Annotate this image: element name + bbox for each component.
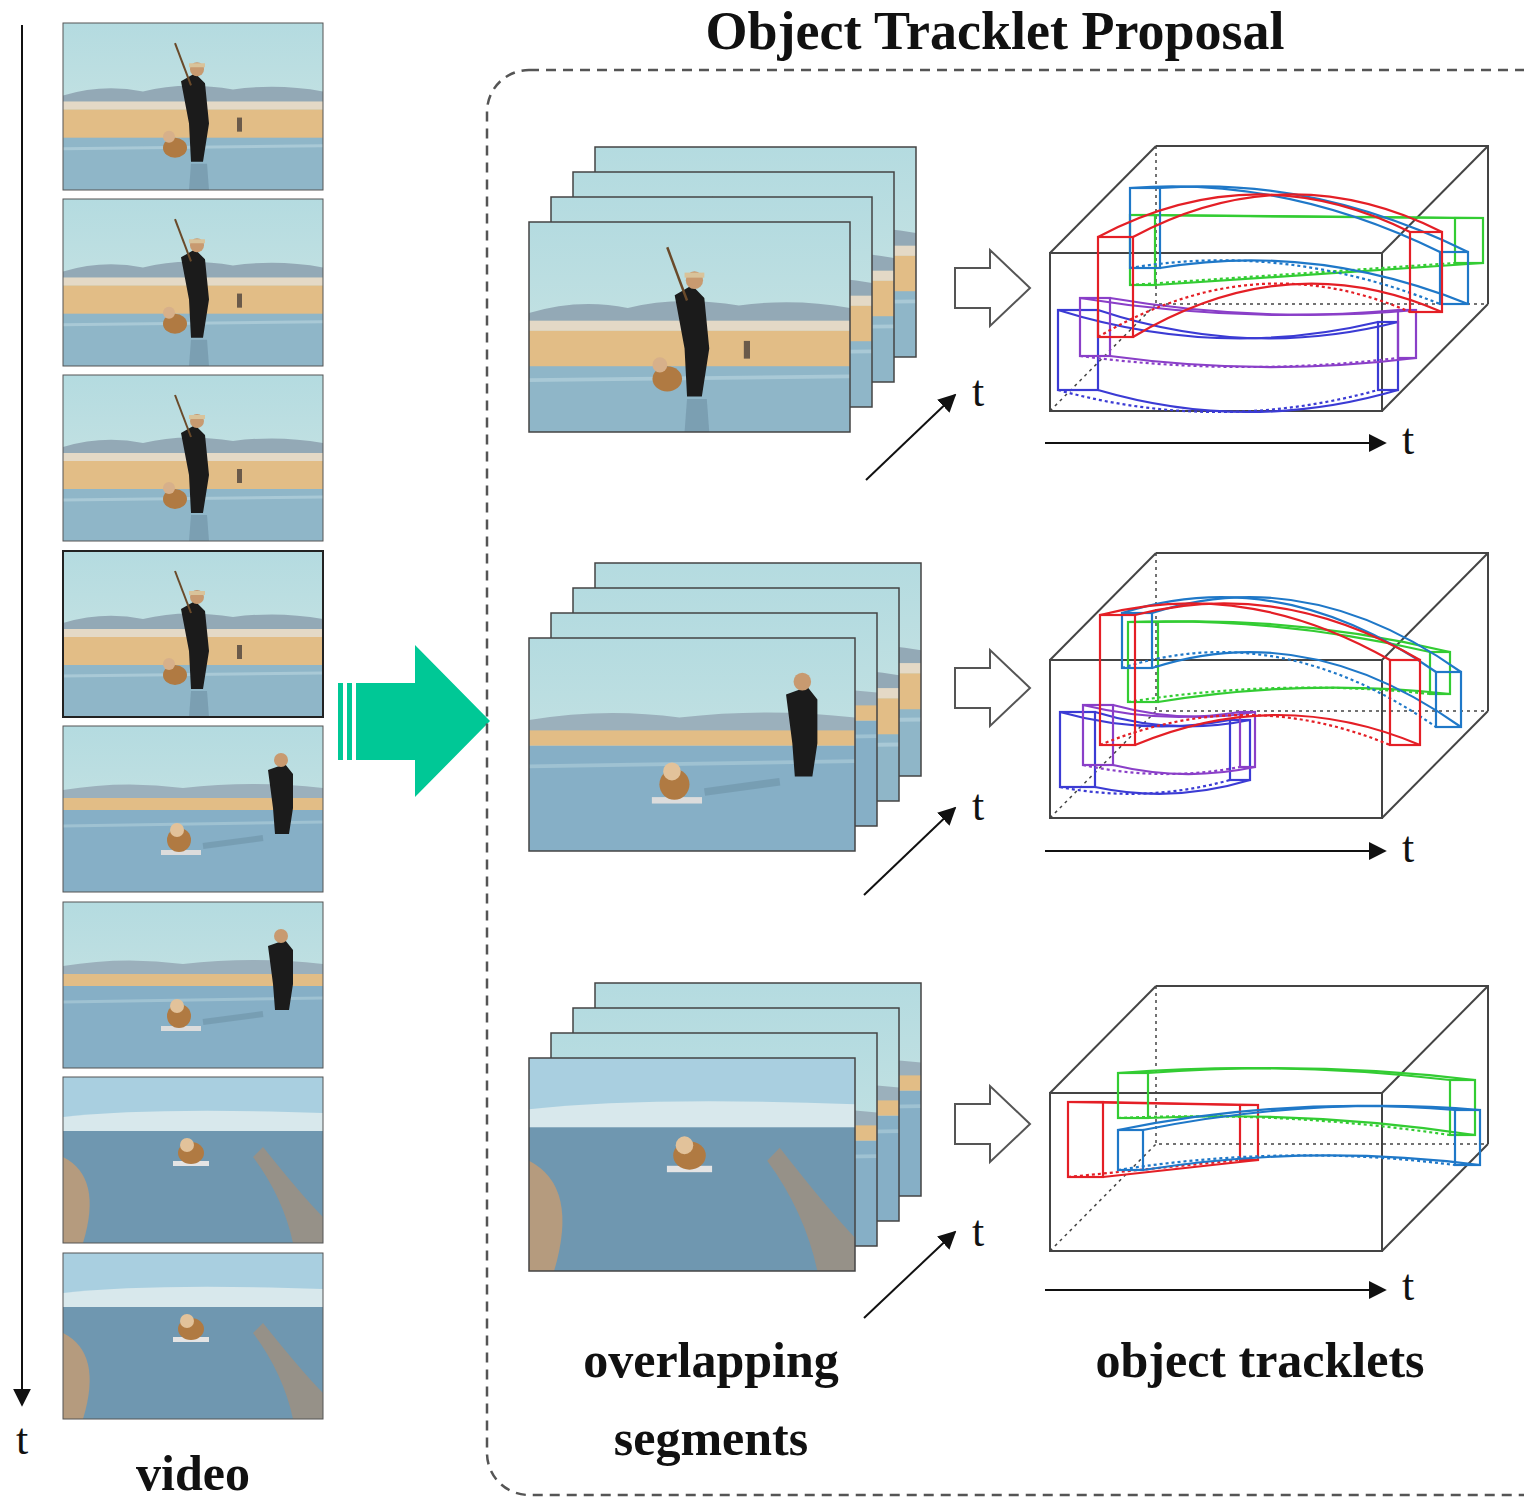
panel-label: overlapping segments xyxy=(521,1322,901,1477)
frame-border xyxy=(529,222,850,432)
axis-label: t xyxy=(972,1208,984,1256)
time-axis xyxy=(1045,1289,1385,1291)
object-tracklet xyxy=(1080,298,1416,367)
axis-label: t xyxy=(972,368,984,416)
video-frames xyxy=(63,23,323,1419)
object-tracklet xyxy=(1098,194,1442,337)
frame-border xyxy=(529,638,855,851)
depth-axis xyxy=(866,395,955,480)
hollow-arrow xyxy=(955,1086,1030,1162)
object-tracklet xyxy=(1122,597,1461,727)
depth-axis xyxy=(864,808,955,895)
axis-label: t xyxy=(1402,1262,1414,1310)
caption-label: video xyxy=(136,1446,250,1501)
hollow-arrow xyxy=(955,650,1030,726)
time-axis xyxy=(21,25,23,1405)
segment-row xyxy=(529,983,1488,1318)
process-arrow xyxy=(338,645,490,797)
segment-frame xyxy=(529,1058,855,1271)
time-axis xyxy=(1045,442,1385,444)
axis-label: t xyxy=(1402,416,1414,464)
frame-border xyxy=(529,1058,855,1271)
segment-row xyxy=(529,146,1488,480)
segment-frame xyxy=(529,638,855,851)
object-tracklet xyxy=(1100,603,1420,745)
space-time-box xyxy=(1050,986,1488,1251)
dashed-panel xyxy=(487,70,1524,1495)
object-tracklet xyxy=(1118,1106,1480,1170)
hollow-arrow xyxy=(955,250,1030,326)
depth-axis xyxy=(864,1232,955,1318)
space-time-box xyxy=(1050,146,1488,411)
axis-label: t xyxy=(1402,824,1414,872)
space-time-box xyxy=(1050,553,1488,818)
time-axis xyxy=(1045,850,1385,852)
segment-frame xyxy=(529,222,850,432)
panel-label: object tracklets xyxy=(1095,1322,1425,1400)
title: Object Tracklet Proposal xyxy=(706,2,1285,61)
object-tracklet xyxy=(1060,712,1250,794)
axis-label: t xyxy=(16,1416,28,1464)
axis-label: t xyxy=(972,782,984,830)
segment-row xyxy=(529,553,1488,895)
